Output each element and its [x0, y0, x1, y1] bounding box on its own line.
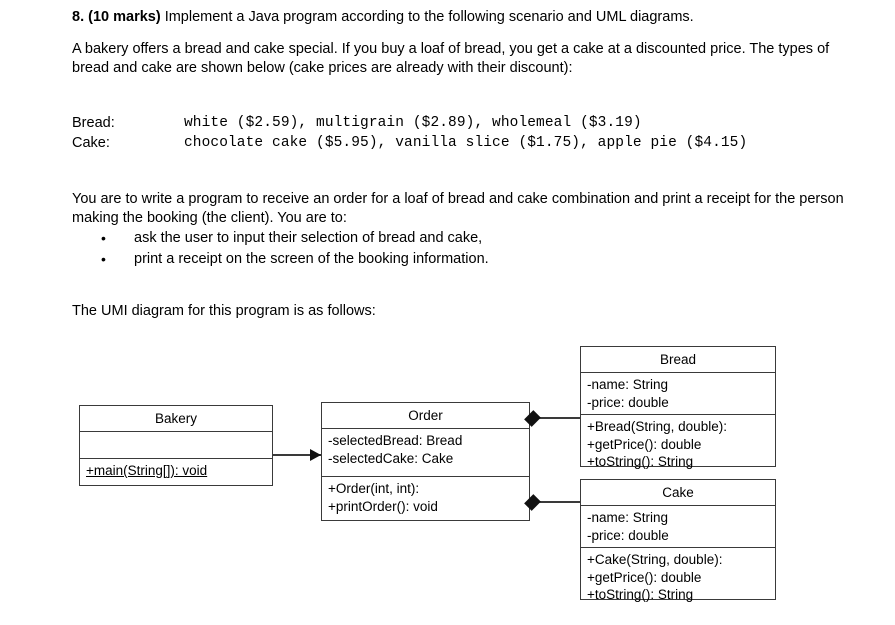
- uml-class-name-bakery: Bakery: [80, 406, 272, 432]
- table-row: Bread: white ($2.59), multigrain ($2.89)…: [72, 113, 747, 133]
- connector-order-cake: [530, 501, 581, 503]
- uml-method: +Cake(String, double):: [587, 552, 723, 567]
- list-item: • ask the user to input their selection o…: [72, 228, 672, 249]
- uml-attribute: -price: double: [587, 394, 669, 410]
- scenario-paragraph: A bakery offers a bread and cake special…: [72, 41, 830, 76]
- uml-methods-order: +Order(int, int): +printOrder(): void: [322, 477, 529, 518]
- uml-attribute: -selectedBread: Bread: [328, 433, 463, 448]
- bread-options: white ($2.59), multigrain ($2.89), whole…: [184, 115, 642, 131]
- uml-method: +getPrice(): double: [587, 569, 702, 585]
- uml-methods-bakery: +main(String[]): void: [80, 459, 272, 483]
- uml-methods-bread: +Bread(String, double): +getPrice(): dou…: [581, 415, 775, 474]
- uml-class-name-order: Order: [322, 403, 529, 429]
- uml-attributes-bread: -name: String -price: double: [581, 373, 775, 415]
- uml-attributes-order: -selectedBread: Bread -selectedCake: Cak…: [322, 429, 529, 477]
- uml-method: +printOrder(): void: [328, 498, 438, 514]
- task-paragraph: You are to write a program to receive an…: [72, 191, 844, 226]
- uml-attribute: -selectedCake: Cake: [328, 450, 454, 466]
- task-bullet-list: • ask the user to input their selection o…: [72, 228, 672, 270]
- uml-class-name-cake: Cake: [581, 480, 775, 506]
- question-heading-rest: Implement a Java program according to th…: [160, 9, 694, 25]
- uml-attributes-cake: -name: String -price: double: [581, 506, 775, 548]
- bullet-icon: •: [101, 251, 106, 267]
- uml-intro-paragraph: The UMI diagram for this program is as f…: [72, 303, 376, 319]
- question-number: 8.: [72, 9, 85, 25]
- uml-method: +getPrice(): double: [587, 436, 702, 452]
- table-row: Cake: chocolate cake ($5.95), vanilla sl…: [72, 133, 747, 153]
- price-list-table: Bread: white ($2.59), multigrain ($2.89)…: [72, 113, 747, 153]
- list-item-label: ask the user to input their selection of…: [134, 230, 483, 246]
- uml-method: +toString(): String: [587, 454, 694, 469]
- list-item-label: print a receipt on the screen of the boo…: [134, 251, 489, 267]
- uml-attributes-bakery: [80, 432, 272, 459]
- bullet-icon: •: [101, 230, 106, 246]
- uml-attribute: -name: String: [587, 377, 669, 392]
- uml-method: +toString(): String: [587, 587, 694, 602]
- uml-class-order: Order -selectedBread: Bread -selectedCak…: [321, 402, 530, 521]
- uml-method: +main(String[]): void: [86, 463, 208, 478]
- uml-class-cake: Cake -name: String -price: double +Cake(…: [580, 479, 776, 602]
- uml-methods-cake: +Cake(String, double): +getPrice(): doub…: [581, 548, 775, 607]
- list-item: • print a receipt on the screen of the bo…: [72, 249, 672, 270]
- uml-class-name-bread: Bread: [581, 347, 775, 373]
- connector-order-bread: [530, 417, 581, 419]
- connector-bakery-order: [273, 454, 322, 456]
- bread-label: Bread:: [72, 115, 115, 131]
- uml-class-bread: Bread -name: String -price: double +Brea…: [580, 346, 776, 469]
- cake-options: chocolate cake ($5.95), vanilla slice ($…: [184, 135, 748, 151]
- question-heading: 8. (10 marks) Implement a Java program a…: [72, 8, 694, 26]
- uml-method: +Bread(String, double):: [587, 419, 727, 434]
- uml-attribute: -name: String: [587, 510, 669, 525]
- arrowhead-icon: [310, 449, 321, 461]
- uml-method: +Order(int, int):: [328, 481, 420, 496]
- uml-class-bakery: Bakery +main(String[]): void: [79, 405, 273, 486]
- uml-attribute: -price: double: [587, 527, 669, 543]
- question-marks: (10 marks): [88, 9, 161, 25]
- cake-label: Cake:: [72, 135, 110, 151]
